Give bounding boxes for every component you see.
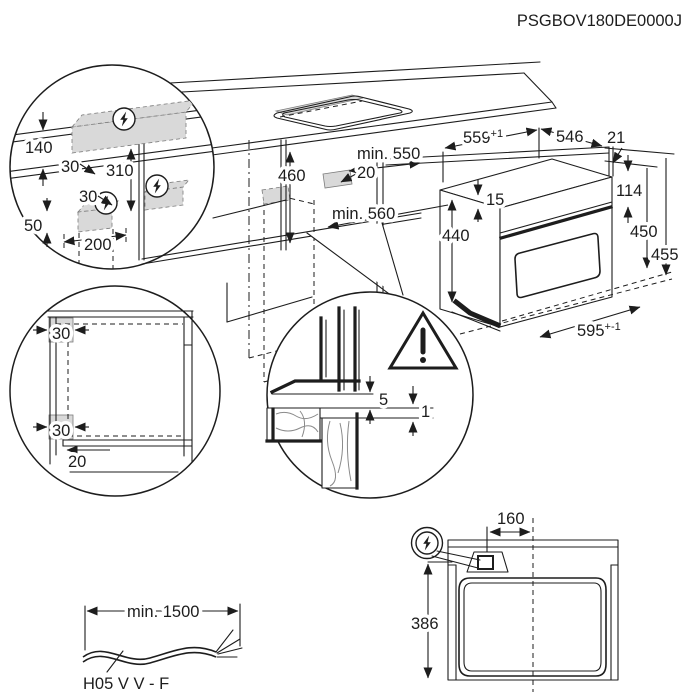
callout-wedge (306, 222, 404, 300)
dim-niche-depth: min. 550 (357, 145, 420, 163)
dim-rear-clearance: 21 (607, 129, 625, 147)
outlet-zone-front-top (48, 317, 74, 343)
wood-panel-left (265, 407, 322, 443)
dim-body-height: 440 (442, 227, 470, 245)
oven-foot (452, 298, 502, 329)
outlet-zone-side-hidden (261, 185, 291, 205)
electrical-connection-icon (112, 107, 136, 131)
oven-isometric-view (439, 158, 613, 332)
dim-conduit-height: 386 (411, 615, 439, 633)
gap-detail-circle: 5 1 (265, 291, 474, 499)
rear-panel-dimensions: 160 386 (408, 507, 534, 692)
outlet-zone-front-bottom (48, 414, 74, 440)
control-panel-band (499, 205, 613, 240)
dim-top-clearance: 15 (486, 191, 504, 209)
dim-niche-width: min. 560 (332, 205, 395, 223)
electrical-connection-icon (145, 174, 169, 198)
dim-zone-side: 50 (24, 217, 42, 235)
electrical-connection-icon (415, 531, 439, 555)
front-offset-detail-circle: 30 30 20 (9, 285, 221, 497)
dim-oven-depth: 546 (556, 128, 584, 146)
rear-rail-detail-circle: 140 310 30 30 50 200 (9, 64, 215, 270)
rear-panel-view: 160 386 (408, 507, 619, 692)
dim-niche-height: 460 (278, 167, 306, 185)
dim-offset-mid: 30 (79, 188, 97, 206)
dim-recess: 20 (68, 453, 86, 471)
cable-type-label: H05 V V - F (83, 675, 169, 693)
dim-conduit-offset: 160 (497, 510, 525, 528)
electrical-connection-icon (94, 191, 118, 215)
dim-offset-top: 30 (61, 158, 79, 176)
document-code: PSGBOV180DE0000J (517, 12, 682, 30)
dim-oven-width: 595+-1 (577, 321, 621, 340)
gap-dimensions: 5 1 (365, 376, 434, 436)
hob-cutout (273, 94, 413, 131)
wood-panel-right (321, 412, 359, 490)
dim-gap-bottom: 1 (421, 403, 430, 421)
rear-panel-outline (458, 577, 607, 677)
dim-rail-height: 140 (25, 139, 53, 157)
dim-height-450: 450 (630, 223, 658, 241)
dim-panel-height: 114 (616, 182, 642, 200)
oven-dimensions: 559+1 546 21 15 114 440 450 455 595+-1 (439, 125, 683, 344)
dim-cutout-width: 559+1 (463, 128, 503, 147)
warning-triangle-icon (387, 310, 459, 370)
dim-zone-width: 200 (84, 236, 112, 254)
niche-dimensions: 460 min. 550 20 min. 560 (275, 142, 449, 244)
dim-cable-length: min. 1500 (127, 603, 199, 621)
dim-zone-height: 310 (106, 162, 134, 180)
mains-cable-detail: min. 1500 H05 V V - F (82, 600, 243, 693)
front-offset-dimensions: 30 30 20 (33, 322, 110, 475)
dim-gap-top: 5 (379, 391, 388, 409)
power-cable (82, 646, 217, 661)
oven-side-face (439, 189, 501, 328)
dim-rear-gap: 20 (357, 164, 375, 182)
outlet-zone-top (71, 111, 187, 154)
rear-rail-dimensions: 140 310 30 30 50 200 (21, 112, 137, 258)
dim-height-455: 455 (651, 246, 679, 264)
oven-door-window (514, 232, 601, 299)
dim-front-offset-top: 30 (52, 325, 70, 343)
dim-front-offset-bottom: 30 (52, 422, 70, 440)
